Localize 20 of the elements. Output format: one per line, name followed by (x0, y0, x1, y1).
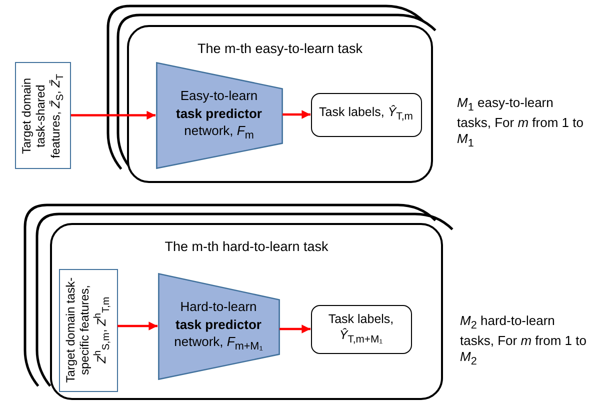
output-box (310, 92, 422, 136)
predictor-trapezoid (158, 272, 280, 380)
output-text: Task labels, Ŷ$_{T,m}$ (319, 104, 413, 125)
feature-box (58, 268, 118, 392)
feature-box (15, 62, 71, 169)
task-card (127, 25, 433, 183)
predictor-text: Hard-to-learn task predictor network, F$_{m+M₁}$ (173, 298, 264, 354)
arrow (280, 324, 310, 334)
task-count-note: M$_{2}$ hard-to-learn tasks, For m from 1 to M$_{2}$ (460, 313, 588, 370)
arrow (71, 110, 156, 120)
output-text: Task labels, Ŷ$_{T,m+M₁}$ (327, 310, 395, 348)
task-count-note: M$_{1}$ easy-to-learn tasks, For m from 1 to M$_{1}$ (457, 95, 584, 152)
card-title: The m-th hard-to-learn task (164, 239, 330, 254)
output-box (310, 304, 412, 354)
task-card (50, 223, 443, 400)
arrow (282, 110, 310, 119)
predictor-text: Easy-to-learn task predictor network, F$_{m}$ (175, 86, 263, 144)
predictor-trapezoid (156, 62, 282, 168)
card-title: The m-th easy-to-learn task (196, 41, 364, 56)
arrow (118, 322, 158, 330)
